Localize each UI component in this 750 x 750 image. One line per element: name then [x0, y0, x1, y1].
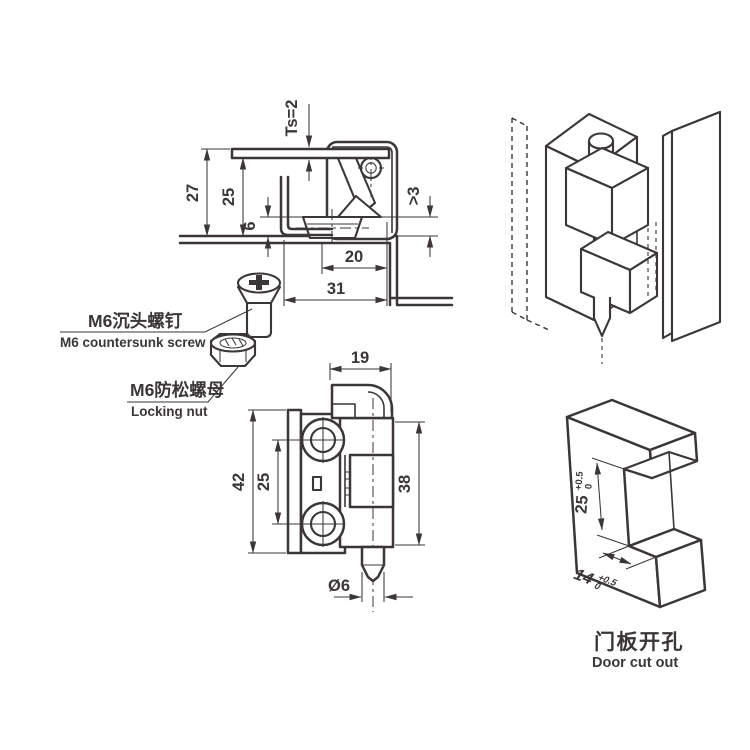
dim-panel-thickness: Ts=2 — [283, 100, 301, 137]
dim-width-19: 19 — [351, 349, 369, 367]
hinge-hook — [330, 383, 394, 420]
dim-cutout-width: 14 +0.5 0 — [570, 566, 620, 593]
hinge-lower-right — [628, 251, 659, 315]
dim-gap-min3: >3 — [405, 187, 423, 206]
dim-height-42: 42 — [230, 473, 248, 491]
side-section-view: Ts=2 27 25 6 >3 20 31 — [178, 100, 454, 307]
door-cutout-view: 25 +0.5 0 14 +0.5 0 门板开孔 Door cut out — [565, 398, 707, 671]
hinge-body-inner-wall — [332, 146, 393, 233]
dim-cutout-height-tol-upper: +0.5 — [573, 470, 586, 490]
dim-hole-spacing-25: 25 — [255, 473, 273, 491]
frame-section-outer — [178, 234, 454, 307]
knuckle-notch — [348, 453, 395, 509]
front-view: 19 42 25 38 Ø6 — [230, 349, 425, 612]
hardware-callouts: M6沉头螺钉 M6 countersunk screw M6防松螺母 Locki… — [60, 272, 282, 419]
dim-cutout-width-tol-lower: 0 — [592, 581, 603, 592]
screw-leader-line — [60, 308, 253, 333]
nut-label-cn: M6防松螺母 — [130, 380, 224, 400]
dim-cutout-height-tol-lower: 0 — [583, 483, 594, 489]
dim-height-25: 25 — [220, 188, 238, 206]
hidden-door-panel — [511, 117, 550, 331]
nut-top-face — [209, 333, 257, 353]
nut-leader-line — [127, 366, 239, 403]
screw-label-cn: M6沉头螺钉 — [88, 311, 183, 331]
nut-insert-ring — [219, 337, 247, 349]
lower-arm-end-face — [654, 538, 707, 609]
dim-cutout-height: 25 +0.5 0 — [572, 470, 595, 515]
door-slab-front — [670, 110, 722, 343]
phillips-cross-icon — [249, 275, 269, 290]
cutout-label-en: Door cut out — [592, 655, 678, 671]
leaf-slot — [311, 475, 323, 492]
door-slab-edge — [661, 129, 674, 340]
weld-nut-section — [301, 215, 364, 240]
dim-pin-diameter: Ø6 — [328, 577, 350, 595]
dim-width-20: 20 — [345, 248, 363, 266]
iso-installed-view — [511, 110, 722, 364]
door-flange-outer — [279, 175, 334, 237]
dim-cutout-height-value: 25 — [572, 495, 592, 515]
screw-shank — [245, 301, 273, 339]
cutout-label-cn: 门板开孔 — [594, 630, 684, 654]
dim-body-height-38: 38 — [396, 475, 414, 493]
frame-section-inner — [178, 241, 454, 307]
hinge-pin — [360, 545, 386, 583]
door-edge-strip — [286, 408, 303, 555]
locking-nut-illustration — [209, 332, 257, 368]
countersunk-screw-illustration — [236, 272, 282, 339]
hinge-upper-right — [610, 166, 650, 247]
dim-offset-6: 6 — [241, 221, 259, 230]
door-flange-inner — [286, 175, 334, 231]
cone-pin — [592, 297, 612, 338]
nut-label-en: Locking nut — [131, 404, 208, 419]
door-panel-section — [230, 147, 391, 160]
screw-label-en: M6 countersunk screw — [60, 335, 206, 350]
dim-width-31: 31 — [327, 280, 345, 298]
dim-height-27: 27 — [184, 184, 202, 202]
